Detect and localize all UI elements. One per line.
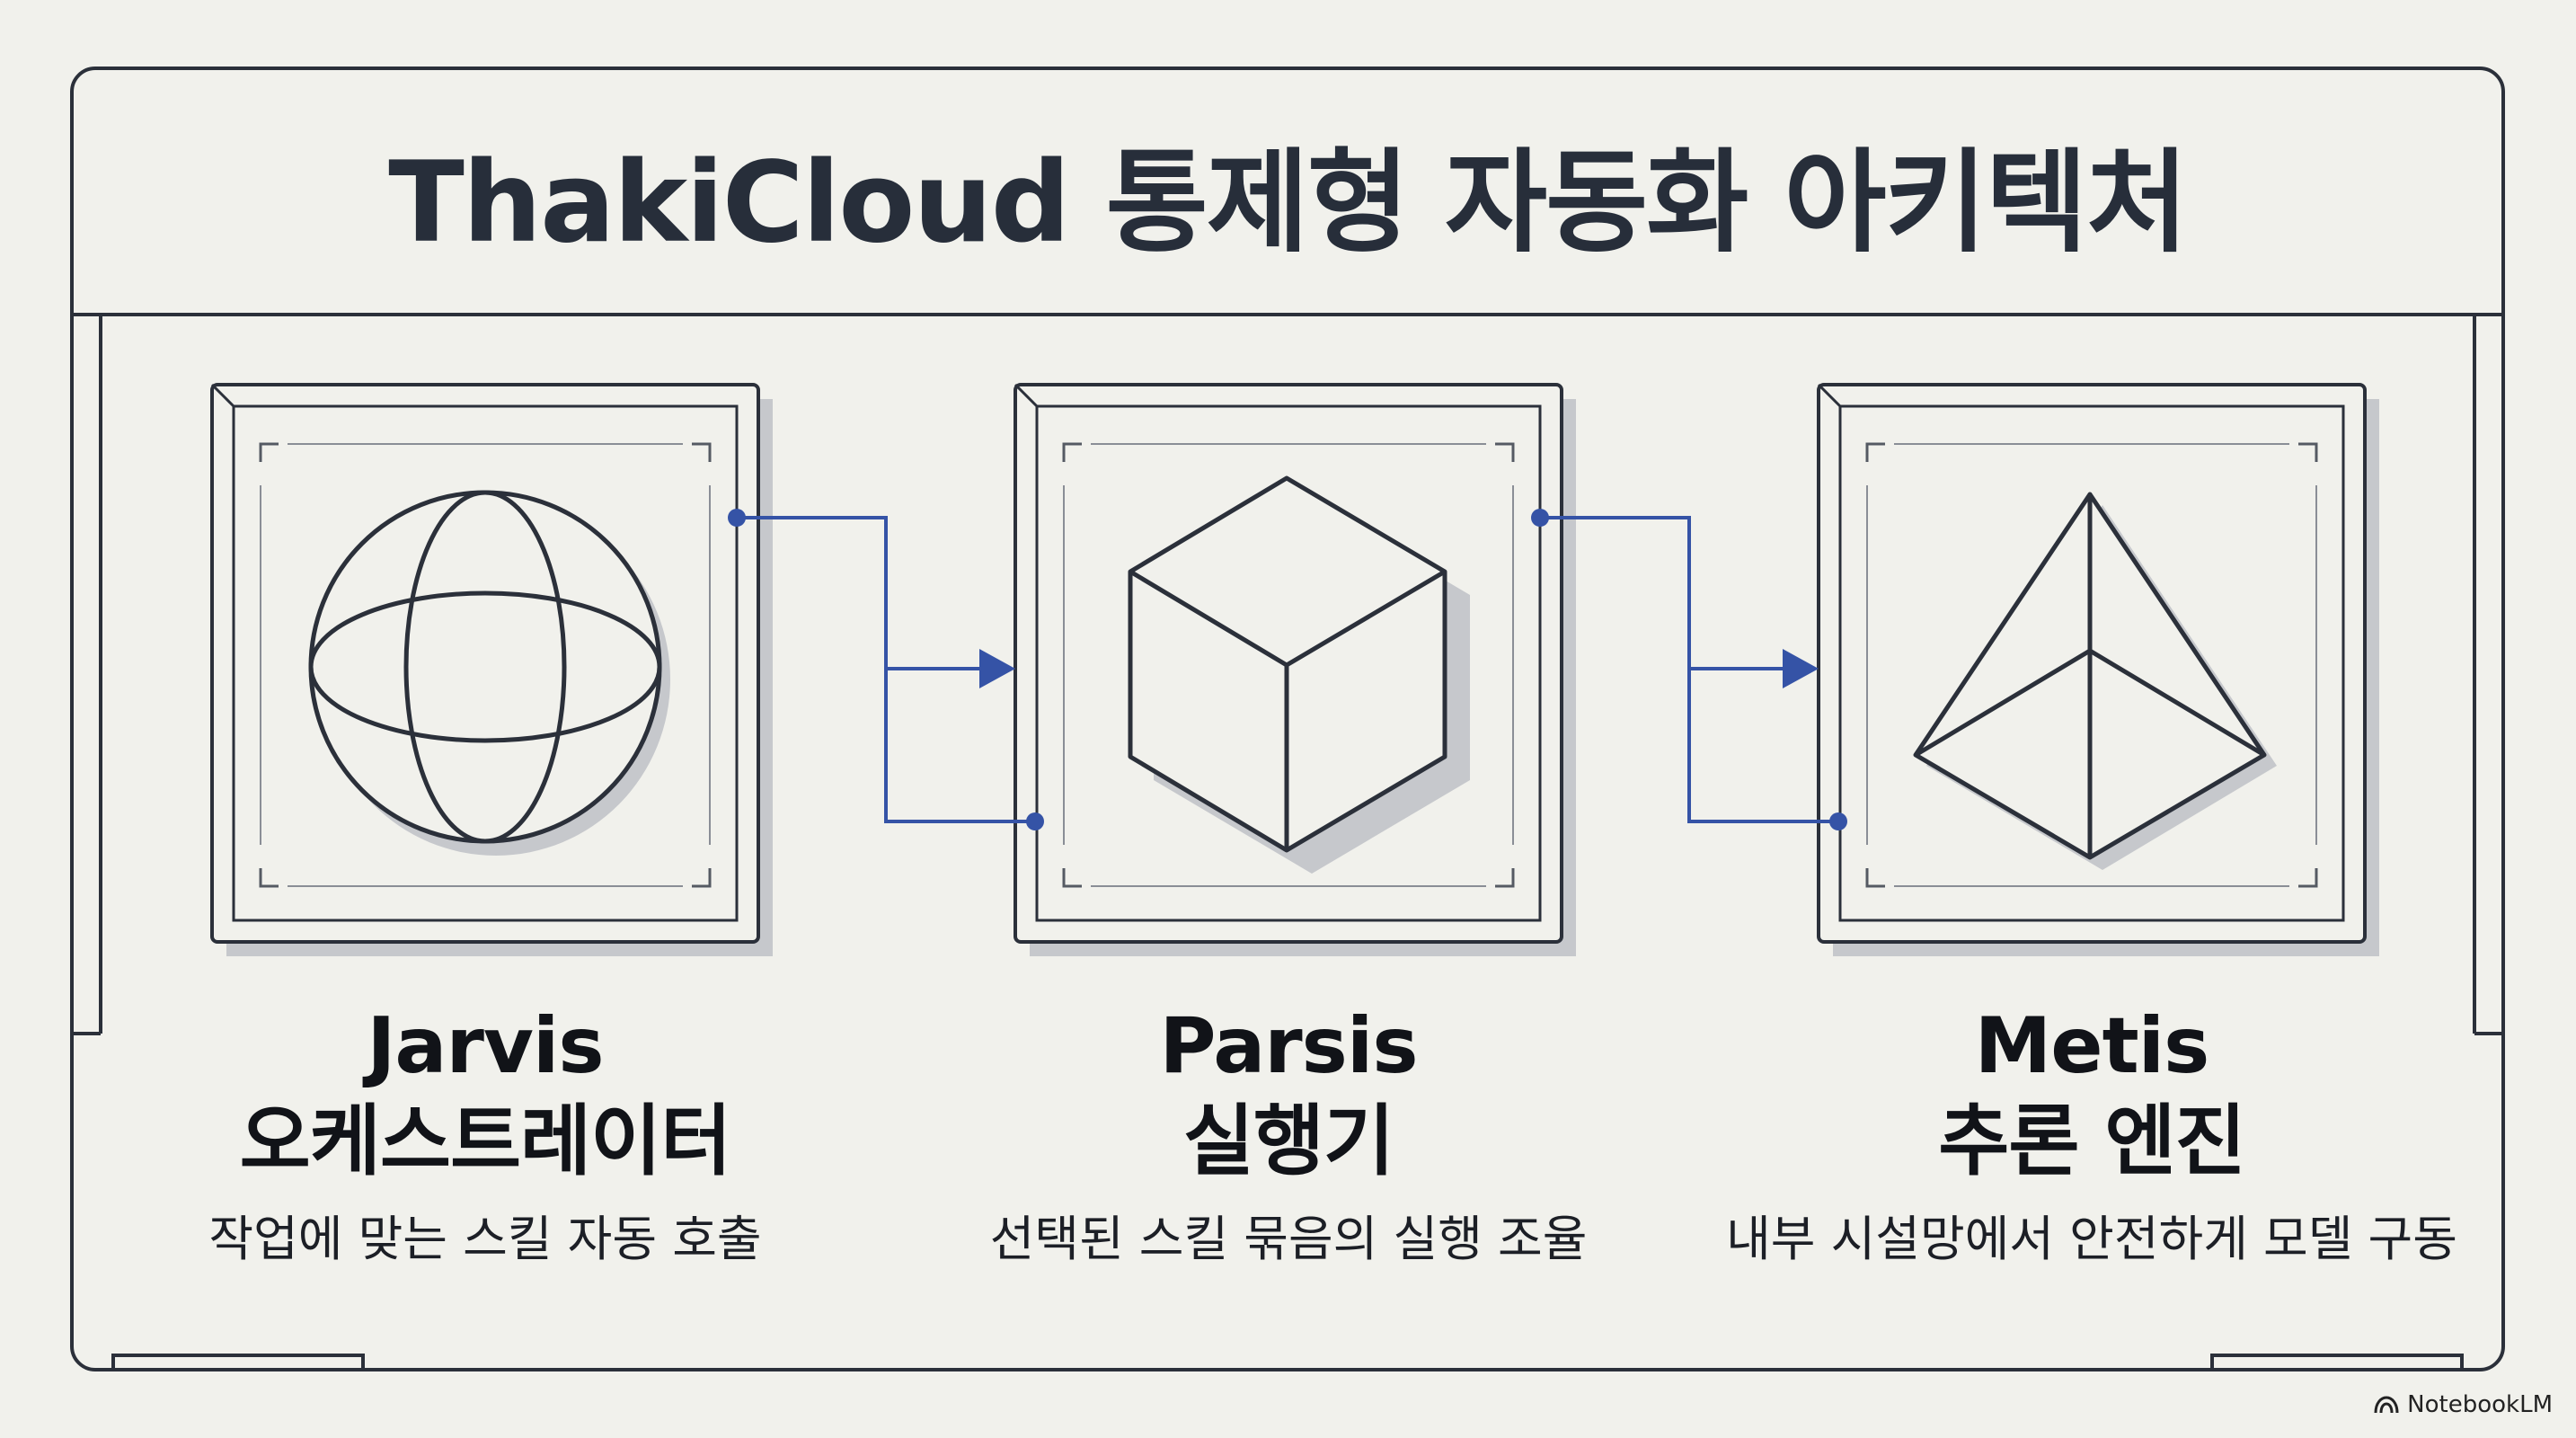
module-role-parsis: 실행기	[1182, 1096, 1394, 1186]
module-name-metis: Metis	[1974, 1001, 2210, 1091]
module-role-jarvis: 오케스트레이터	[239, 1096, 732, 1186]
cube-icon	[1128, 475, 1470, 874]
sphere-icon	[308, 490, 670, 856]
watermark-text: NotebookLM	[2407, 1391, 2553, 1418]
module-name-parsis: Parsis	[1159, 1001, 1418, 1091]
notebooklm-logo-icon	[2374, 1396, 2399, 1414]
connector-jarvis-to-parsis	[728, 509, 1044, 830]
module-card-metis	[1817, 383, 2379, 956]
connector-parsis-to-metis	[1531, 509, 1847, 830]
module-role-metis: 추론 엔진	[1938, 1096, 2245, 1186]
module-desc-parsis: 선택된 스킬 묶음의 실행 조율	[989, 1211, 1588, 1267]
watermark: NotebookLM	[2373, 1391, 2553, 1418]
module-name-jarvis: Jarvis	[367, 1001, 604, 1091]
module-desc-jarvis: 작업에 맞는 스킬 자동 호출	[208, 1211, 762, 1267]
module-card-parsis	[1014, 383, 1576, 956]
pyramid-icon	[1913, 492, 2277, 870]
module-card-jarvis	[210, 383, 773, 956]
page-title: ThakiCloud 통제형 자동화 아키텍처	[388, 138, 2189, 268]
outer-frame	[70, 67, 2505, 1371]
module-desc-metis: 내부 시설망에서 안전하게 모델 구동	[1726, 1211, 2457, 1267]
